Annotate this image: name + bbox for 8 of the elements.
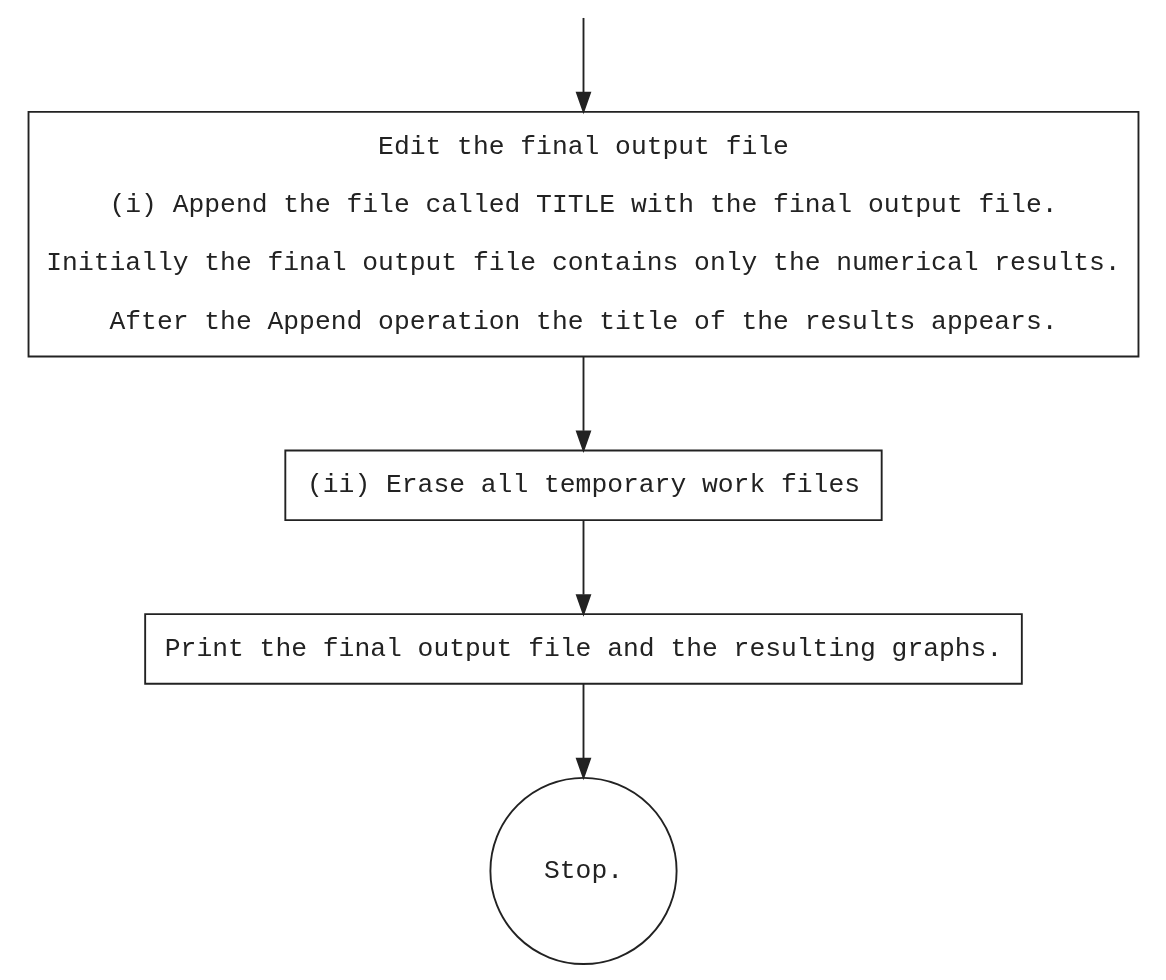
- node-box: Edit the final output file (i) Append the file called TITLE with the final output file. Initially the final output file contains only the numerical results. After the Append operation the title of the results appears.: [27, 110, 1139, 358]
- arrow: [575, 17, 591, 115]
- node-box: (ii) Erase all temporary work files: [283, 449, 883, 522]
- arrow: [575, 683, 591, 781]
- arrow: [575, 519, 591, 617]
- arrow: [575, 355, 591, 453]
- node-circle: Stop.: [488, 776, 678, 965]
- node-box: Print the final output file and the resulting graphs.: [143, 613, 1023, 685]
